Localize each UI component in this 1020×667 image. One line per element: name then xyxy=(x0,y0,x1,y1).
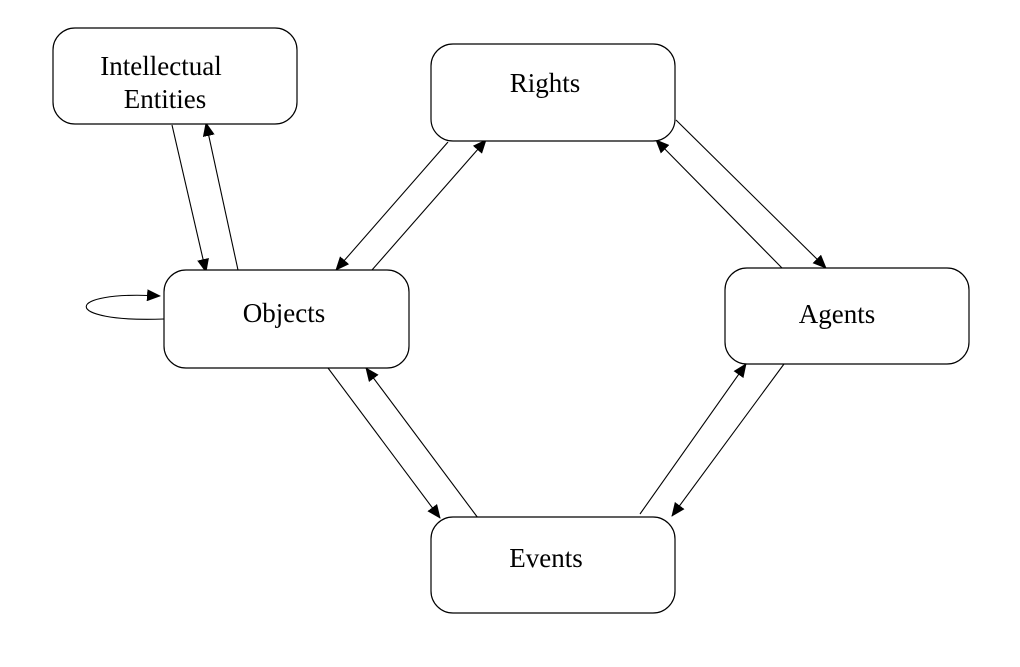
node-box-rights xyxy=(430,43,676,142)
node-box-intellectual-entities xyxy=(52,27,298,125)
edge-events-to-agents xyxy=(639,363,747,515)
node-box-agents xyxy=(724,267,970,365)
node-events: Events xyxy=(430,516,676,614)
node-label-agents: Agents xyxy=(799,299,876,329)
node-rights: Rights xyxy=(430,43,676,142)
edge-objects-self-loop xyxy=(85,289,165,320)
node-label-rights: Rights xyxy=(510,68,581,98)
node-box-objects xyxy=(163,269,410,369)
node-agents: Agents xyxy=(724,267,970,365)
node-label-intellectual-entities-line2: Entities xyxy=(124,84,207,114)
node-label-intellectual-entities-line1: Intellectual xyxy=(100,51,221,81)
edge-intellectual-entities-to-objects xyxy=(171,124,209,273)
edge-agents-to-events xyxy=(671,363,785,517)
edge-objects-to-rights xyxy=(371,139,487,271)
node-box-events xyxy=(430,516,676,614)
edge-objects-to-intellectual-entities xyxy=(202,122,239,271)
node-label-objects: Objects xyxy=(243,298,325,328)
edge-rights-to-agents xyxy=(675,119,827,269)
node-objects: Objects xyxy=(163,269,410,369)
edges xyxy=(85,119,827,519)
edge-agents-to-rights xyxy=(655,139,783,269)
edge-events-to-objects xyxy=(365,367,479,519)
edge-rights-to-objects xyxy=(335,141,449,271)
node-label-events: Events xyxy=(509,543,583,573)
edge-objects-to-events xyxy=(327,367,441,519)
node-intellectual-entities: Intellectual Entities xyxy=(52,27,298,125)
